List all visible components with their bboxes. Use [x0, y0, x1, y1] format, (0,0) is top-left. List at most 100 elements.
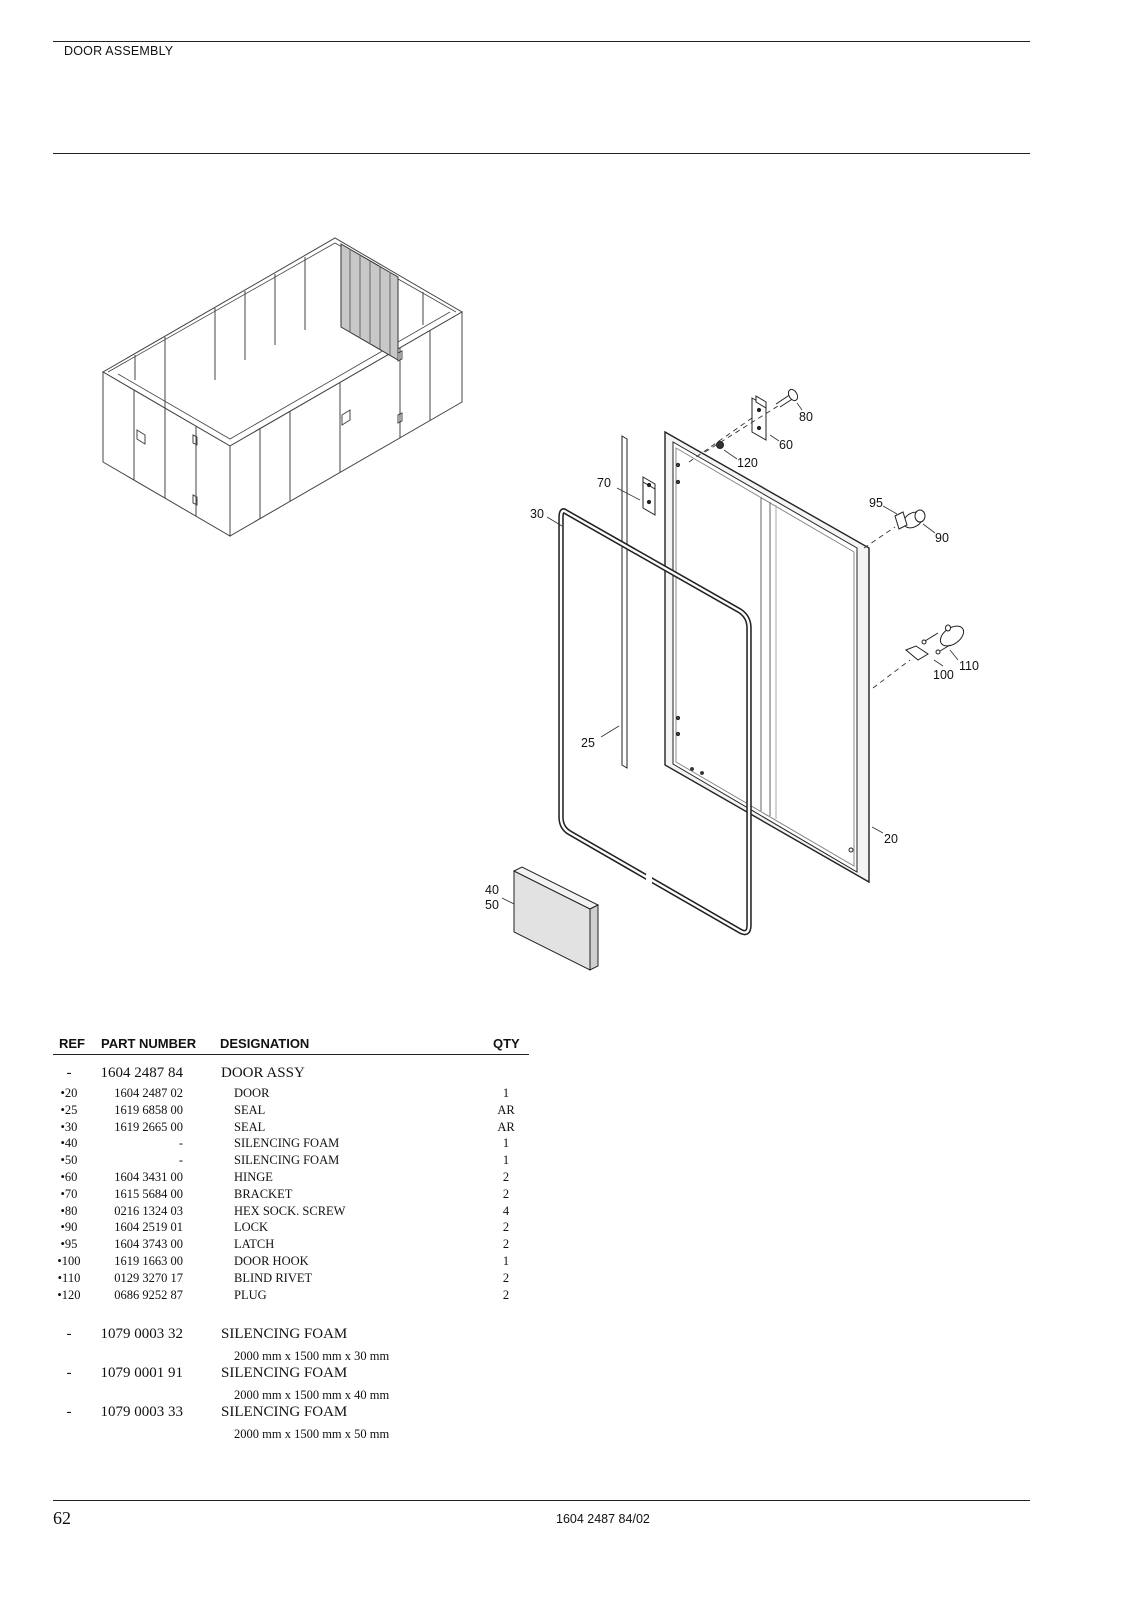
- foam-row: - 1079 0001 91 SILENCING FOAM: [53, 1365, 529, 1386]
- callout-120: 120: [737, 456, 758, 470]
- item-part-number: 0686 9252 87: [114, 1287, 183, 1302]
- section-title: DOOR ASSEMBLY: [64, 44, 174, 58]
- item-designation: SEAL: [234, 1119, 266, 1134]
- hinge-part: [751, 395, 767, 441]
- top-rule: [53, 41, 1030, 42]
- item-qty: 1: [502, 1136, 510, 1151]
- foam-size-row: 2000 mm x 1500 mm x 40 mm: [53, 1386, 529, 1404]
- item-part-number: 1604 3431 00: [114, 1169, 183, 1184]
- foam-part-number: 1079 0001 91: [100, 1365, 184, 1382]
- assembly-designation: DOOR ASSY: [221, 1065, 305, 1081]
- callout-20: 20: [884, 832, 898, 846]
- foam-size-row: 2000 mm x 1500 mm x 30 mm: [53, 1347, 529, 1365]
- item-qty: 1: [502, 1253, 510, 1268]
- header-designation: DESIGNATION: [220, 1036, 310, 1051]
- callout-60: 60: [779, 438, 793, 452]
- footer-rule: [53, 1500, 1030, 1501]
- item-ref: •50: [60, 1153, 78, 1168]
- header-part-number: PART NUMBER: [101, 1036, 197, 1051]
- header-qty: QTY: [493, 1036, 520, 1051]
- item-part-number: 1619 1663 00: [114, 1253, 183, 1268]
- item-designation: PLUG: [234, 1287, 267, 1302]
- callout-30: 30: [530, 507, 544, 521]
- door-frame: [664, 430, 870, 884]
- assembly-part-number: 1604 2487 84: [100, 1065, 184, 1081]
- item-qty: AR: [497, 1119, 515, 1134]
- bracket-part: [642, 476, 656, 516]
- callout-25: 25: [581, 736, 595, 750]
- drawings: 80 60 120 70 30 95 90 110 100 25 20 40 5…: [102, 237, 979, 971]
- foam-ref: -: [66, 1365, 72, 1382]
- item-qty: 2: [502, 1237, 510, 1252]
- item-ref: •30: [60, 1119, 78, 1134]
- item-ref: •100: [57, 1253, 81, 1268]
- callout-95: 95: [869, 496, 883, 510]
- parts-table: REF PART NUMBER DESIGNATION QTY - 1604 2…: [53, 1036, 529, 1443]
- callout-100: 100: [933, 668, 954, 682]
- foam-part-number: 1079 0003 33: [100, 1404, 184, 1421]
- item-ref: •95: [60, 1237, 78, 1252]
- callout-110: 110: [959, 659, 979, 673]
- callout-50: 50: [485, 898, 499, 912]
- item-ref: •110: [57, 1270, 81, 1285]
- foam-size: 2000 mm x 1500 mm x 40 mm: [234, 1388, 390, 1403]
- item-designation: LATCH: [234, 1237, 275, 1252]
- callout-90: 90: [935, 531, 949, 545]
- item-qty: 2: [502, 1186, 510, 1201]
- item-part-number: -: [178, 1153, 183, 1168]
- item-ref: •80: [60, 1203, 78, 1218]
- screw-part: [775, 388, 799, 408]
- item-ref: •70: [60, 1186, 78, 1201]
- item-designation: BLIND RIVET: [234, 1270, 313, 1285]
- callout-80: 80: [799, 410, 813, 424]
- foam-row: - 1079 0003 33 SILENCING FOAM: [53, 1404, 529, 1425]
- door-exploded-view: [501, 388, 965, 971]
- item-ref: •20: [60, 1086, 78, 1100]
- foam-designation: SILENCING FOAM: [221, 1404, 348, 1421]
- item-ref: •120: [57, 1287, 81, 1302]
- item-designation: DOOR HOOK: [234, 1253, 309, 1268]
- table-row: •30 1619 2665 00 SEAL AR: [53, 1120, 529, 1137]
- callout-70: 70: [597, 476, 611, 490]
- page-number: 62: [53, 1508, 71, 1528]
- enclosure-overview: [102, 237, 463, 537]
- item-designation: LOCK: [234, 1220, 269, 1235]
- assembly-ref: -: [66, 1065, 72, 1081]
- item-designation: SILENCING FOAM: [234, 1153, 340, 1168]
- callout-40: 40: [485, 883, 499, 897]
- item-qty: 2: [502, 1220, 510, 1235]
- item-qty: 1: [502, 1153, 510, 1168]
- item-qty: 2: [502, 1270, 510, 1285]
- seal-gasket: [558, 508, 752, 936]
- header-bottom-rule: [53, 153, 1030, 154]
- foam-designation: SILENCING FOAM: [221, 1365, 348, 1382]
- item-ref: •60: [60, 1169, 78, 1184]
- foam-ref: -: [66, 1404, 72, 1421]
- item-qty: 2: [502, 1169, 510, 1184]
- item-designation: SILENCING FOAM: [234, 1136, 340, 1151]
- foam-size: 2000 mm x 1500 mm x 50 mm: [234, 1427, 390, 1442]
- foam-size-row: 2000 mm x 1500 mm x 50 mm: [53, 1425, 529, 1443]
- foam-block: [512, 866, 600, 971]
- item-part-number: 1604 2487 02: [114, 1086, 183, 1100]
- header-ref: REF: [59, 1036, 85, 1051]
- item-part-number: 1619 2665 00: [114, 1119, 183, 1134]
- item-part-number: 1619 6858 00: [114, 1102, 183, 1117]
- item-part-number: 0216 1324 03: [114, 1203, 183, 1218]
- item-qty: 4: [502, 1203, 510, 1218]
- item-ref: •25: [60, 1102, 78, 1117]
- door-hook-part: [905, 624, 965, 661]
- item-designation: SEAL: [234, 1102, 266, 1117]
- lock-part: [894, 509, 926, 530]
